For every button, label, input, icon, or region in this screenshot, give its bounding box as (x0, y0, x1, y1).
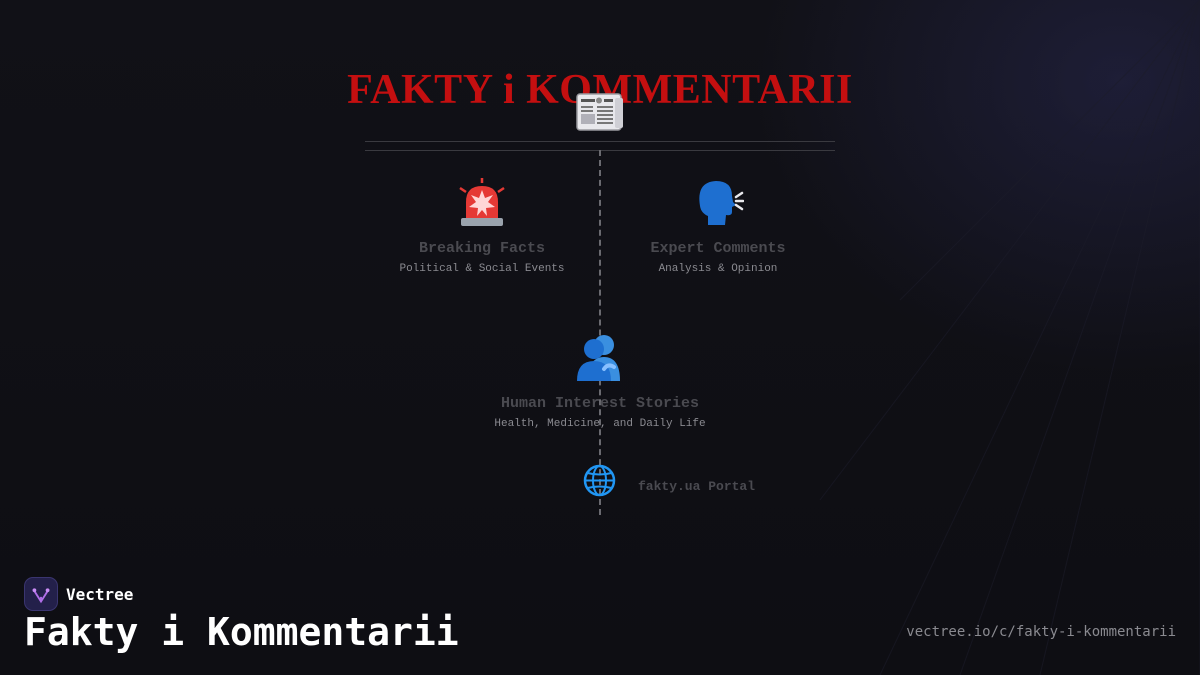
vectree-logo-icon (24, 577, 58, 611)
portal-label: fakty.ua Portal (638, 479, 756, 494)
node-sub: Health, Medicine, and Daily Life (494, 418, 706, 430)
node-sub: Analysis & Opinion (658, 263, 778, 275)
globe-icon (583, 464, 616, 497)
node-human-interest: Human Interest Stories Health, Medicine,… (470, 333, 730, 430)
police-light-icon (459, 178, 505, 226)
footer-url[interactable]: vectree.io/c/fakty-i-kommentarii (906, 624, 1176, 640)
footer-title: Fakty i Kommentarii (24, 610, 459, 654)
title-rule-top (365, 141, 835, 142)
brand: Vectree (24, 577, 133, 611)
people-hugging-icon (577, 335, 620, 381)
node-sub: Political & Social Events (399, 263, 565, 275)
node-expert-comments: Expert Comments Analysis & Opinion (618, 178, 818, 275)
brand-name: Vectree (66, 584, 134, 604)
node-label: Human Interest Stories (500, 395, 700, 412)
timeline-dashed-line (599, 150, 601, 515)
newspaper-icon (576, 93, 623, 131)
node-label: Expert Comments (650, 240, 786, 257)
speaking-head-icon (699, 181, 744, 225)
node-label: Breaking Facts (418, 240, 546, 257)
node-breaking-facts: Breaking Facts Political & Social Events (382, 178, 582, 275)
